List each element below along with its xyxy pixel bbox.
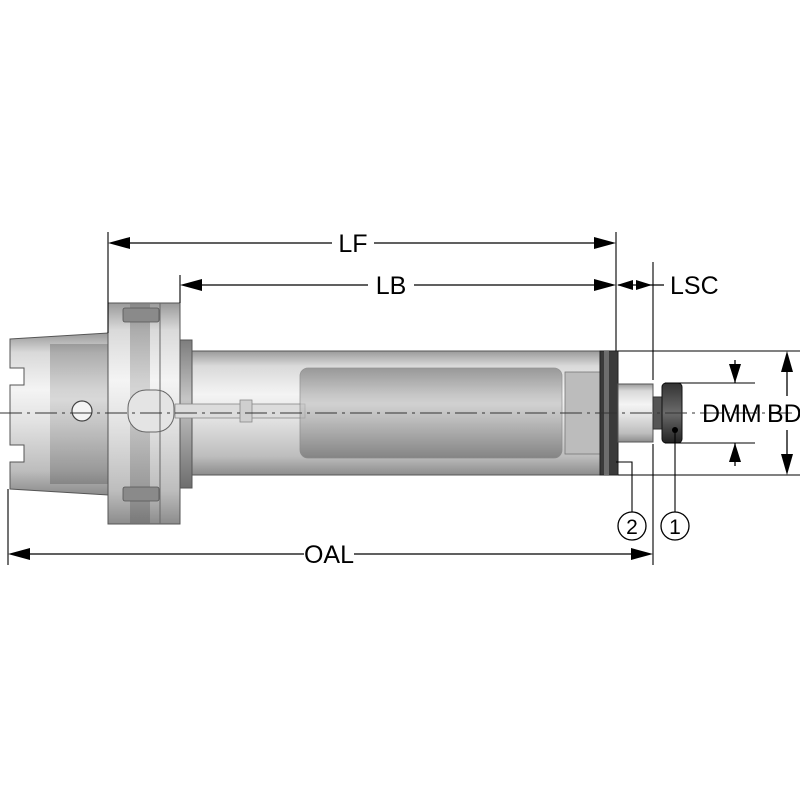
label-dmm: DMM <box>702 400 762 428</box>
callout-2-number: 2 <box>626 516 638 539</box>
flange-slot-top <box>122 307 160 323</box>
bearing <box>564 371 601 455</box>
coolant-hole <box>71 400 93 422</box>
dimension-dmm: DMM <box>702 360 762 466</box>
callout-2: 2 <box>616 461 647 541</box>
label-bd: BD <box>767 400 800 428</box>
callout-1-number: 1 <box>669 516 681 539</box>
dimension-lf: LF <box>108 230 616 258</box>
label-oal: OAL <box>304 541 354 569</box>
orientation-key <box>127 389 175 433</box>
dimension-lb: LB <box>180 272 616 300</box>
dimension-lsc: LSC <box>617 272 719 300</box>
callout-1-circle <box>660 511 690 541</box>
label-lf: LF <box>338 230 367 258</box>
dimension-bd: BD <box>767 351 800 475</box>
callout-1: 1 <box>660 427 690 541</box>
label-lsc: LSC <box>670 272 719 300</box>
drawbar-collar <box>239 399 253 423</box>
dimension-oal: OAL <box>8 541 653 569</box>
flange-slot-bottom <box>122 486 160 502</box>
label-lb: LB <box>376 272 407 300</box>
extension-lines <box>7 232 800 565</box>
callout-2-circle <box>617 511 647 541</box>
